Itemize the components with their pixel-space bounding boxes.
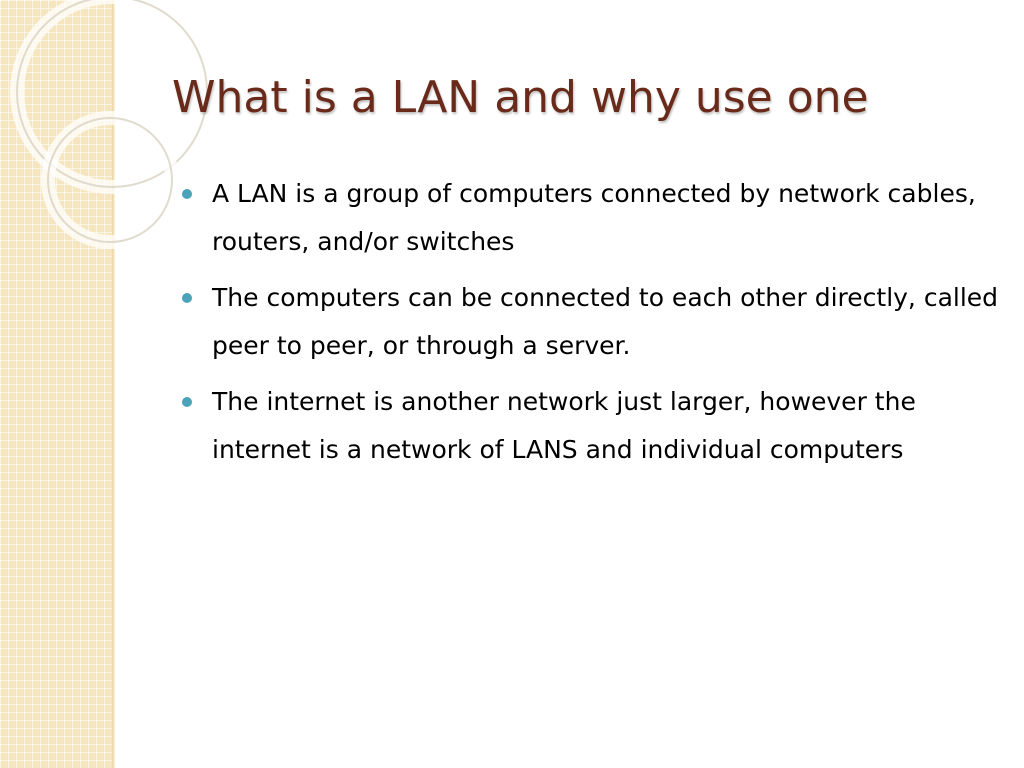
bullet-dot-icon xyxy=(182,293,192,303)
bullet-item: The computers can be connected to each o… xyxy=(182,274,1002,370)
bullet-item: A LAN is a group of computers connected … xyxy=(182,170,1002,266)
slide-title: What is a LAN and why use one xyxy=(172,72,869,123)
bullet-dot-icon xyxy=(182,397,192,407)
ring-decoration-icon xyxy=(10,0,214,249)
bullet-item: The internet is another network just lar… xyxy=(182,378,1002,474)
bullet-list: A LAN is a group of computers connected … xyxy=(182,170,1002,482)
bullet-text: A LAN is a group of computers connected … xyxy=(212,179,976,256)
side-panel-edge xyxy=(112,0,115,768)
bullet-text: The internet is another network just lar… xyxy=(212,387,916,464)
bullet-text: The computers can be connected to each o… xyxy=(212,283,999,360)
bullet-dot-icon xyxy=(182,189,192,199)
